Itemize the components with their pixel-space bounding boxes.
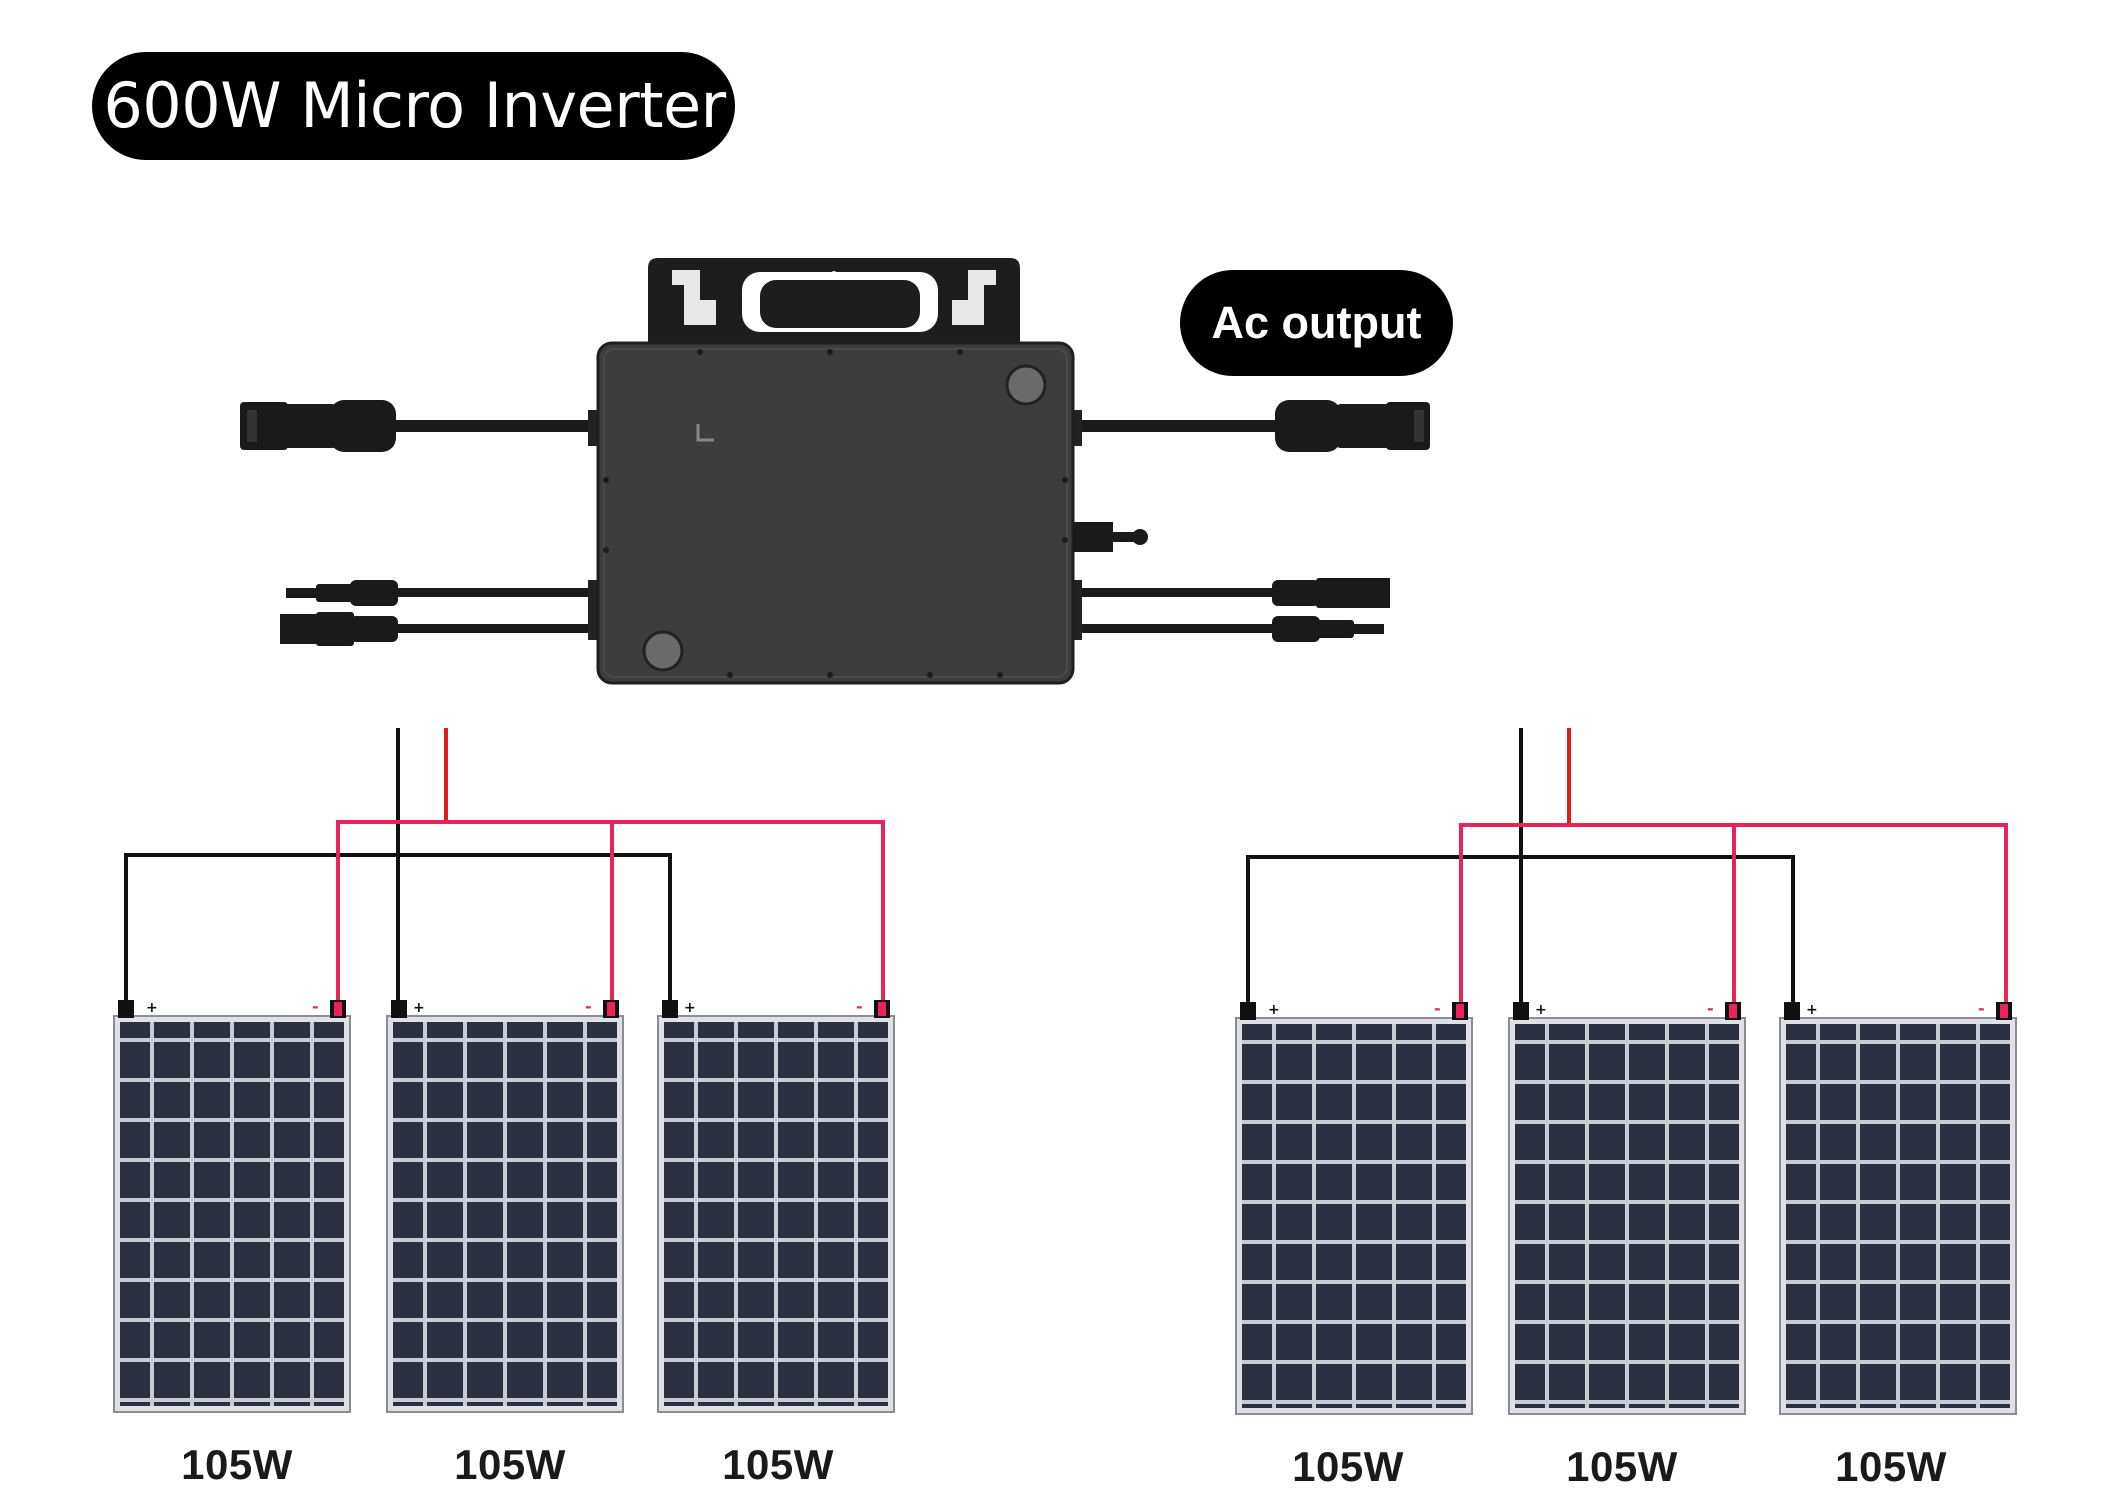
panel-label-1: 105W (181, 1441, 293, 1488)
solar-panel-4: + - (1235, 999, 1473, 1415)
solar-panel-6: + - (1779, 999, 2017, 1415)
solar-panel-3: + - (657, 997, 895, 1413)
inverter-body (596, 341, 1075, 685)
minus-terminal: - (312, 997, 319, 1016)
svg-text:+: + (1806, 1002, 1818, 1018)
svg-text:-: - (585, 997, 592, 1016)
mounting-bracket (648, 258, 1020, 345)
right-array-wiring (1246, 728, 2008, 1004)
svg-text:+: + (413, 1000, 425, 1016)
ac-cable-left (240, 400, 595, 452)
svg-text:+: + (684, 1000, 696, 1016)
svg-text:+: + (1535, 1002, 1547, 1018)
page-title: 600W Micro Inverter (92, 52, 735, 160)
solar-panel-1: + - (113, 997, 351, 1413)
svg-text:-: - (1978, 999, 1985, 1018)
svg-text:-: - (1434, 999, 1441, 1018)
micro-inverter (240, 258, 1430, 685)
ac-output-label: Ac output (1180, 270, 1453, 376)
svg-text:-: - (856, 997, 863, 1016)
solar-panel-2: + - (386, 997, 624, 1413)
svg-text:-: - (1707, 999, 1714, 1018)
panel-label-3: 105W (722, 1441, 834, 1488)
panel-label-5: 105W (1566, 1443, 1678, 1490)
dc-cables-right (1070, 578, 1390, 642)
solar-panel-5: + - (1508, 999, 1746, 1415)
panel-label-2: 105W (454, 1441, 566, 1488)
dc-cables-left (280, 580, 595, 646)
plus-terminal: + (146, 1000, 158, 1016)
left-array-wiring (124, 728, 885, 1002)
svg-text:+: + (1268, 1002, 1280, 1018)
ac-cable-right (1070, 400, 1430, 452)
panel-label-6: 105W (1835, 1443, 1947, 1490)
panel-label-4: 105W (1292, 1443, 1404, 1490)
